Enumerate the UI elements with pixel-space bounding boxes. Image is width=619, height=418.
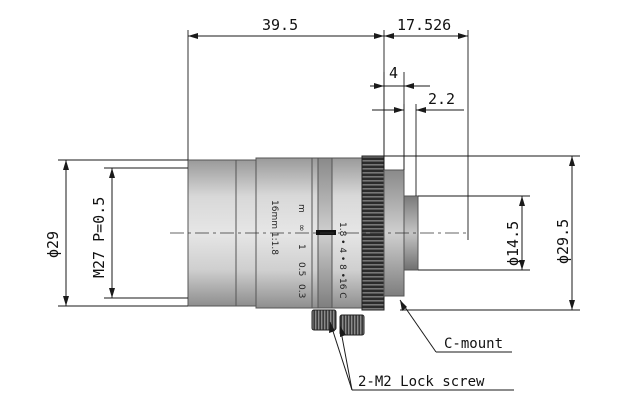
- lock-screw-label: 2-M2 Lock screw: [358, 374, 485, 390]
- dimension-flange-back: 17.526: [384, 16, 469, 240]
- lens-engraving: 16mm 1:1.8 m ∞ 1 0.5 0.3 1.8 • 4 • 8 •16…: [269, 200, 347, 299]
- mount-protrusion-label: 2.2: [428, 90, 455, 108]
- ring-diameter-label: ϕ29.5: [554, 219, 572, 264]
- thread-depth-label: 4: [389, 64, 398, 82]
- lens-body: [170, 155, 470, 336]
- distance-mark-infinity: ∞: [296, 224, 306, 232]
- aperture-scale: 1.8 • 4 • 8 •16 C: [337, 222, 347, 299]
- filter-thread-label: M27 P=0.5: [90, 197, 108, 278]
- dimension-ring-diameter: ϕ29.5: [384, 155, 580, 311]
- model-engraving: 16mm 1:1.8: [269, 200, 279, 255]
- dimension-mount-diameter: ϕ14.5: [418, 195, 530, 271]
- mount-diameter-label: ϕ14.5: [504, 221, 522, 266]
- distance-mark-0-5: 0.5: [296, 262, 306, 276]
- dimension-filter-thread: M27 P=0.5: [90, 167, 188, 299]
- outer-diameter-label: ϕ29: [44, 231, 62, 258]
- c-mount-label: C-mount: [444, 336, 503, 352]
- lock-screw-right: [339, 314, 365, 336]
- dimension-thread-depth: 4: [370, 64, 430, 170]
- callout-lock-screw: 2-M2 Lock screw: [329, 321, 514, 391]
- flange-back-label: 17.526: [397, 16, 451, 34]
- dimension-length-overall: 39.5: [187, 16, 385, 160]
- length-overall-label: 39.5: [262, 16, 298, 34]
- dimension-mount-protrusion: 2.2: [372, 90, 464, 196]
- dimension-outer-diameter: ϕ29: [44, 159, 188, 307]
- distance-unit: m: [296, 204, 306, 213]
- distance-mark-0-3: 0.3: [296, 284, 306, 298]
- callout-c-mount: C-mount: [399, 299, 512, 353]
- distance-mark-1: 1: [296, 244, 306, 250]
